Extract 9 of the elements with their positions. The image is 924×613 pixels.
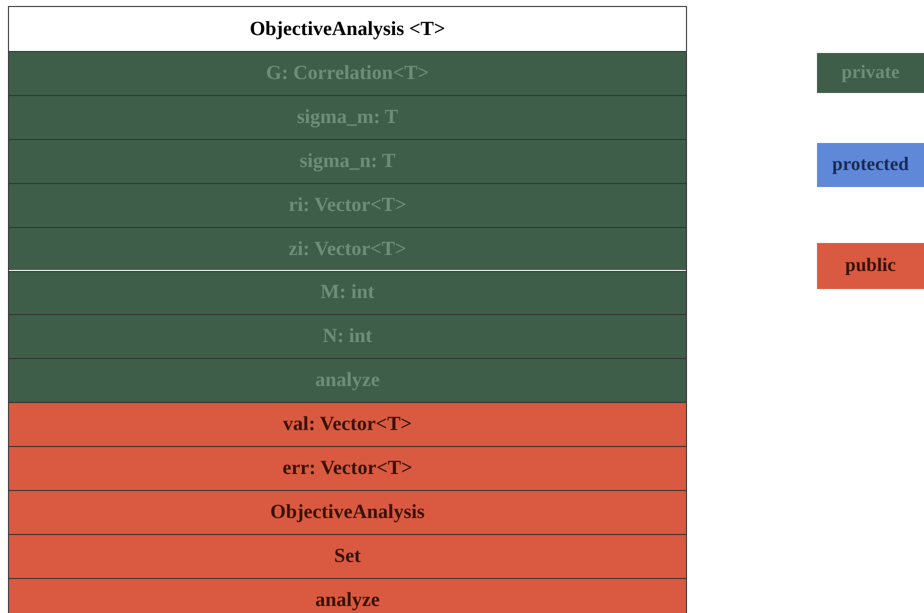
member-row: err: Vector<T> xyxy=(9,446,686,490)
member-row: Set xyxy=(9,534,686,578)
member-row: analyze xyxy=(9,578,686,613)
class-name: ObjectiveAnalysis <T> xyxy=(250,18,446,40)
member-row: val: Vector<T> xyxy=(9,402,686,446)
legend-swatch: protected xyxy=(817,143,924,187)
legend-swatch: public xyxy=(817,243,924,289)
member-row: ObjectiveAnalysis xyxy=(9,490,686,534)
class-box xyxy=(8,6,687,613)
